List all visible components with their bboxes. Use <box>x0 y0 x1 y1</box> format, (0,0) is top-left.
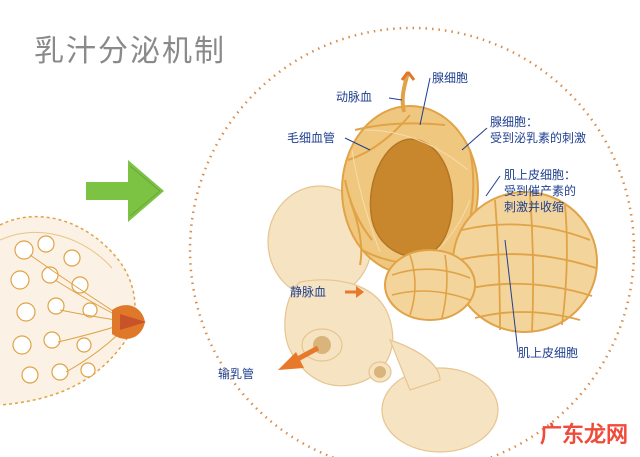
label-milk-duct: 输乳管 <box>218 367 255 381</box>
capillary-network <box>341 71 479 275</box>
magnified-view-circle <box>188 26 636 457</box>
zoom-arrow <box>86 160 164 222</box>
label-myoepithelial-cells: 肌上皮细胞 <box>518 346 579 360</box>
label-capillaries: 毛细血管 <box>287 131 336 145</box>
leader-lines <box>344 77 519 353</box>
label-veins: 静脉血 <box>290 285 327 299</box>
milk-flow-arrow <box>278 345 320 370</box>
label-arteries: 动脉血 <box>336 90 373 104</box>
label-alveolar-desc-1: 腺细胞： <box>490 115 539 129</box>
myoepithelial-cluster <box>384 191 598 333</box>
vein-arrow-head <box>356 286 364 298</box>
label-alveolar-desc-2: 受到泌乳素的刺激 <box>490 131 587 145</box>
diagram-title: 乳汁分泌机制 <box>34 34 226 69</box>
label-myoepithelial-desc-3: 刺激并收缩 <box>504 200 565 214</box>
label-myoepithelial-desc-1: 肌上皮细胞： <box>504 168 577 182</box>
label-alveolar-cells: 腺细胞 <box>432 71 469 85</box>
watermark: 广东龙网 <box>540 417 628 449</box>
label-myoepithelial-desc-2: 受到催产素的 <box>504 184 577 198</box>
breast-illustration <box>0 215 146 406</box>
watermark-text: 广东龙网 <box>539 423 628 448</box>
duct-opening-small <box>374 366 386 378</box>
